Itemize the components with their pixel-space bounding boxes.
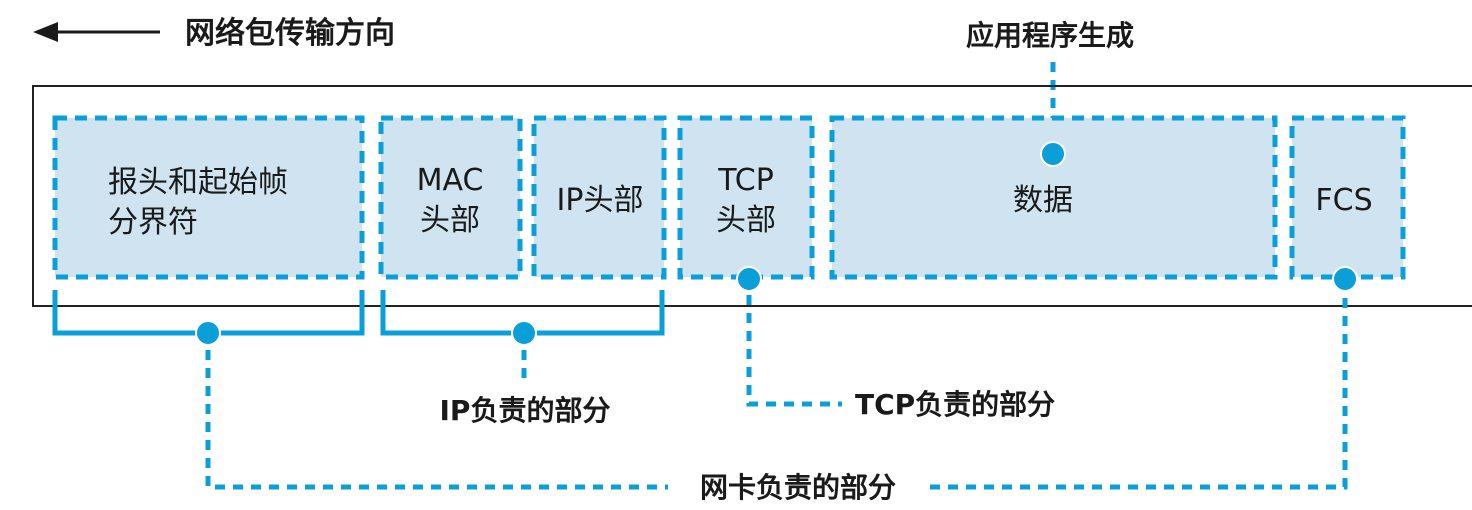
segment-label: MAC bbox=[417, 163, 484, 198]
segment-label: 头部 bbox=[716, 203, 776, 238]
segment-fcs: FCS bbox=[1289, 115, 1406, 280]
app-connector-dot bbox=[1040, 141, 1066, 167]
segment-label: TCP bbox=[717, 163, 774, 198]
segment-label: 数据 bbox=[1013, 183, 1073, 218]
nic-connector bbox=[205, 266, 1358, 490]
segment-tcp-header: TCP 头部 bbox=[677, 115, 815, 280]
segment-mac-header: MAC 头部 bbox=[378, 115, 523, 280]
direction-arrow-icon bbox=[33, 22, 160, 42]
app-generated-label: 应用程序生成 bbox=[966, 19, 1134, 52]
segment-label: 报头和起始帧 bbox=[108, 165, 288, 200]
nic-responsibility-label: 网卡负责的部分 bbox=[700, 471, 896, 504]
nic-bracket bbox=[52, 290, 365, 346]
tcp-connector bbox=[736, 266, 842, 407]
direction-label: 网络包传输方向 bbox=[185, 16, 395, 51]
packet-frame bbox=[32, 85, 1472, 307]
segment-label: FCS bbox=[1315, 183, 1372, 218]
segment-preamble: 报头和起始帧 分界符 bbox=[52, 115, 365, 280]
ip-responsibility-label: IP负责的部分 bbox=[440, 394, 611, 427]
ip-bracket bbox=[380, 290, 665, 385]
segment-ip-header: IP头部 bbox=[531, 115, 667, 280]
segment-label: 头部 bbox=[420, 203, 480, 238]
tcp-responsibility-label: TCP负责的部分 bbox=[855, 388, 1055, 421]
segment-data: 数据 bbox=[829, 115, 1278, 280]
segment-label: IP头部 bbox=[557, 183, 644, 218]
segment-label: 分界符 bbox=[108, 205, 198, 240]
